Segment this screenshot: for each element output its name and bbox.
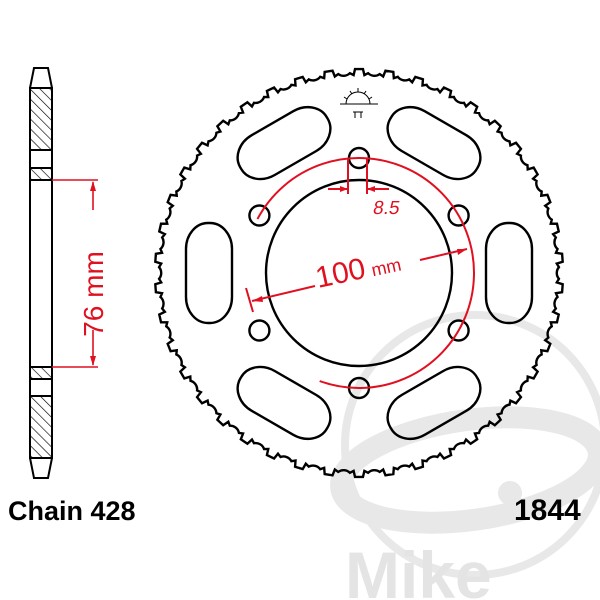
bolt-hole <box>447 319 470 342</box>
lightening-slot <box>184 221 234 325</box>
lightening-slot <box>386 105 482 181</box>
part-number: 1844 <box>514 494 581 527</box>
sprocket-outline <box>154 67 564 479</box>
offset-dimension-label: 76 mm <box>78 251 109 337</box>
bolt-hole-label: 8.5 <box>371 198 401 219</box>
bolt-hole <box>248 319 271 342</box>
lightening-slot <box>236 105 332 181</box>
chain-label: Chain 428 <box>8 496 136 526</box>
offset-dimension <box>52 179 98 368</box>
bolt-hole <box>447 204 470 227</box>
side-view <box>29 67 53 479</box>
lightening-slot <box>236 365 332 441</box>
lightening-slots <box>184 105 534 441</box>
watermark-text: Mike <box>345 538 492 600</box>
lightening-slot <box>386 365 482 441</box>
bolt-circle-value: 100 <box>313 252 369 295</box>
bolt-circle-dimension <box>245 157 475 389</box>
lightening-slot <box>484 221 534 325</box>
bolt-circle-label: 100mm <box>313 245 404 295</box>
bolt-hole <box>248 204 271 227</box>
bolt-circle-unit: mm <box>370 254 404 280</box>
center-bore <box>264 178 454 368</box>
watermark-logo: Mike <box>330 311 600 600</box>
logo-icon <box>340 88 378 118</box>
